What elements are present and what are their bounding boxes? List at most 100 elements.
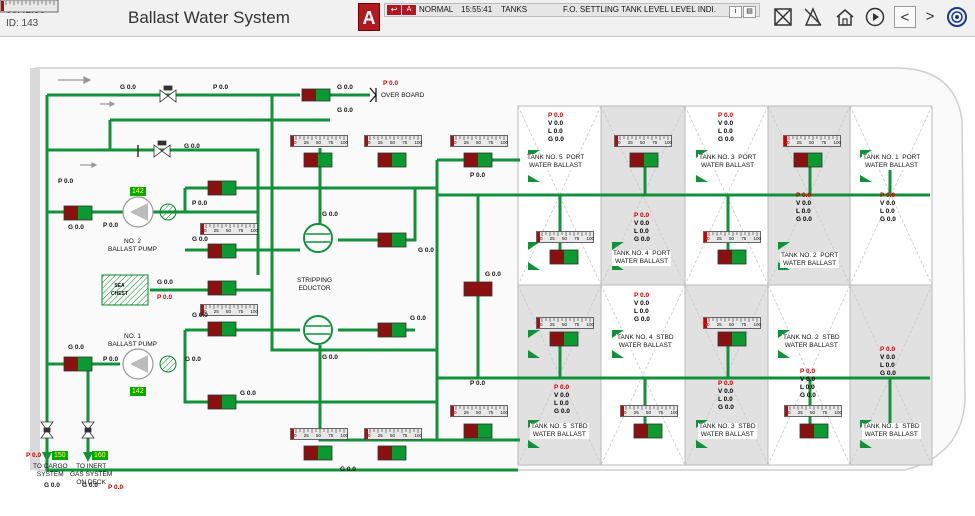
gauge-tick-label: 75 bbox=[328, 433, 334, 438]
gauge-tick-label: 25 bbox=[377, 433, 383, 438]
gauge-tick-label: 25 bbox=[633, 410, 639, 415]
ballast-pump-1-icon[interactable] bbox=[122, 348, 177, 380]
tank-p-value: P 0.0 bbox=[554, 384, 570, 391]
gauge-tick-label: 0 bbox=[294, 433, 297, 438]
alarm-ack-label[interactable]: A bbox=[402, 5, 416, 15]
tank-label[interactable]: TANK NO. 4 STBD WATER BALLAST bbox=[616, 334, 675, 350]
stripping-eductor-label: STRIPPING EDUCTOR bbox=[297, 277, 333, 292]
tank-label[interactable]: TANK NO. 5 PORT WATER BALLAST bbox=[526, 154, 586, 170]
next-button[interactable]: > bbox=[925, 8, 935, 25]
tank-label[interactable]: TANK NO. 1 PORT WATER BALLAST bbox=[862, 154, 922, 170]
gauge-tick-label: 100 bbox=[340, 140, 348, 145]
gauge-tick-label: 0 bbox=[788, 410, 791, 415]
gauge-tick-label: 0 bbox=[787, 140, 790, 145]
valve-gauge3 bbox=[303, 445, 333, 461]
gauge-tick-label: 50 bbox=[808, 140, 814, 145]
cargo-tag: 150 bbox=[52, 451, 68, 460]
tank-p-value: P 0.0 bbox=[718, 380, 734, 387]
gauge-tick-label: 0 bbox=[294, 140, 297, 145]
mute-icon[interactable] bbox=[802, 6, 824, 28]
butterfly-valves[interactable] bbox=[40, 85, 177, 439]
tank-label[interactable]: TANK NO. 5 STBD WATER BALLAST bbox=[530, 423, 589, 439]
tank-l-value: L 0.0 bbox=[718, 396, 733, 403]
gauge-tick-label: 100 bbox=[250, 309, 258, 314]
play-icon[interactable] bbox=[864, 6, 886, 28]
fullscreen-icon[interactable] bbox=[772, 6, 794, 28]
eductor-2-icon[interactable] bbox=[303, 315, 333, 345]
g-overboard-2: G 0.0 bbox=[337, 107, 353, 114]
ballast-pump-2-icon[interactable] bbox=[122, 196, 177, 228]
gauge-tick-label: 25 bbox=[213, 228, 219, 233]
alarm-ack-icon[interactable]: ↩ bbox=[387, 5, 401, 15]
tank-l-value: L 0.0 bbox=[796, 208, 811, 215]
outlet-arrows bbox=[42, 452, 93, 462]
flow-arrows bbox=[58, 76, 116, 168]
prev-button[interactable]: < bbox=[894, 6, 916, 28]
home-icon[interactable] bbox=[834, 6, 856, 28]
valves[interactable] bbox=[63, 88, 829, 461]
tank-label[interactable]: TANK NO. 2 STBD WATER BALLAST bbox=[782, 334, 841, 350]
valve-mid-cross bbox=[463, 281, 493, 297]
ballast-pump-1-label: NO. 1 BALLAST PUMP bbox=[108, 333, 158, 348]
tank-g-value: G 0.0 bbox=[796, 216, 812, 223]
gauge-tick-label: 50 bbox=[315, 433, 321, 438]
tank-g-value: G 0.0 bbox=[800, 392, 816, 399]
gauge-tick-label: 25 bbox=[463, 140, 469, 145]
tank-label[interactable]: TANK NO. 4 PORT WATER BALLAST bbox=[612, 250, 672, 266]
gauge-tick-label: 50 bbox=[645, 410, 651, 415]
valve-tank5s-main bbox=[463, 423, 493, 439]
tank-v-value: V 0.0 bbox=[634, 220, 650, 227]
p-pump2b: P 0.0 bbox=[103, 222, 119, 229]
tank-label[interactable]: TANK NO. 3 PORT WATER BALLAST bbox=[698, 154, 758, 170]
alarm-bar[interactable]: ↩ A NORMAL 15:55:41 TANKS F.O. SETTLING … bbox=[384, 3, 760, 18]
tank-label[interactable]: TANK NO. 1 STBD WATER BALLAST bbox=[862, 423, 921, 439]
gauge-tick-label: 75 bbox=[488, 410, 494, 415]
gauge-tick-label: 25 bbox=[303, 140, 309, 145]
tank-v-value: V 0.0 bbox=[796, 200, 812, 207]
eductor-1-icon[interactable] bbox=[303, 223, 333, 253]
tank-label[interactable]: TANK NO. 3 STBD WATER BALLAST bbox=[698, 423, 757, 439]
tank-p-value: P 0.0 bbox=[800, 368, 816, 375]
gauge-tick-label: 50 bbox=[809, 410, 815, 415]
gauge-tick-label: 0 bbox=[368, 433, 371, 438]
valve-tank1p bbox=[793, 152, 823, 168]
tank-v-value: V 0.0 bbox=[634, 300, 650, 307]
gauge-tick-label: 100 bbox=[586, 236, 594, 241]
alarm-button[interactable]: A bbox=[358, 3, 380, 31]
tank-l-value: L 0.0 bbox=[634, 228, 649, 235]
valve-tank4p bbox=[549, 249, 579, 265]
gauge-tick-label: 25 bbox=[377, 140, 383, 145]
info-icon[interactable]: i bbox=[729, 6, 742, 18]
valve-pump2-discharge bbox=[207, 180, 237, 196]
valve-pump1-suction bbox=[207, 321, 237, 337]
valve-gauge2 bbox=[377, 152, 407, 168]
valve-tank2s bbox=[717, 331, 747, 347]
gauge-tick-label: 25 bbox=[716, 322, 722, 327]
overboard-label: OVER BOARD bbox=[381, 92, 425, 99]
gauge-tick-label: 0 bbox=[368, 140, 371, 145]
valve-sea-chest bbox=[207, 280, 237, 296]
gauge-tick-label: 0 bbox=[454, 140, 457, 145]
pipe-network bbox=[45, 93, 930, 472]
gauge-tick-label: 75 bbox=[821, 140, 827, 145]
g-bottom2: G 0.0 bbox=[340, 466, 356, 473]
tank-label[interactable]: TANK NO. 2 PORT WATER BALLAST bbox=[780, 252, 840, 268]
valve-tank5p-main bbox=[463, 152, 493, 168]
tank-l-value: L 0.0 bbox=[880, 208, 895, 215]
gauge-tick-label: 25 bbox=[303, 433, 309, 438]
page-icon[interactable]: ▤ bbox=[743, 6, 756, 18]
p-left: P 0.0 bbox=[58, 178, 74, 185]
g-eductor1b: G 0.0 bbox=[418, 247, 434, 254]
valve-eductor2 bbox=[377, 322, 407, 338]
gauge-tick-label: 0 bbox=[540, 322, 543, 327]
gauge-tick-label: 100 bbox=[414, 140, 422, 145]
p-bottom: P 0.0 bbox=[108, 484, 124, 491]
